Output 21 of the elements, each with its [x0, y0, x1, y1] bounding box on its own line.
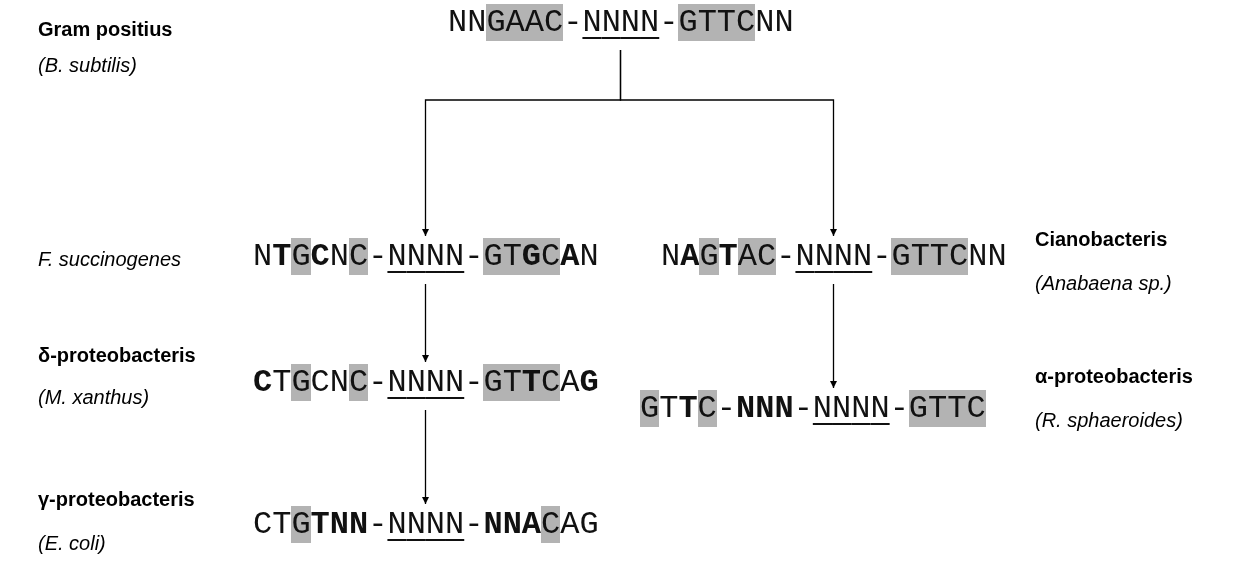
group-label: α-proteobacteris [1035, 365, 1193, 388]
species-label: (R. sphaeroides) [1035, 409, 1183, 432]
sequence-text: GTTC-NNN-NNNN-GTTC [640, 390, 986, 428]
species-label: (B. subtilis) [38, 54, 137, 77]
sequence-text: NAGTAC-NNNN-GTTCNN [661, 238, 1007, 276]
species-label: F. succinogenes [38, 248, 182, 271]
group-label: γ-proteobacteris [38, 488, 195, 511]
species-label: (M. xanthus) [38, 386, 150, 409]
sequence-text: CTGCNC-NNNN-GTTCAG [253, 364, 599, 402]
arrow [619, 49, 837, 237]
arrow [422, 283, 429, 363]
species-label: (E. coli) [38, 532, 106, 555]
arrow [830, 283, 837, 389]
group-label: Gram positius [38, 18, 173, 41]
sequence-text: NNGAAC-NNNN-GTTCNN [448, 4, 794, 42]
arrow [422, 409, 429, 505]
sequence-text: NTGCNC-NNNN-GTGCAN [253, 238, 599, 276]
sequence-text: CTGTNN-NNNN-NNACAG [253, 506, 599, 544]
species-label: (Anabaena sp.) [1035, 272, 1172, 295]
group-label: δ-proteobacteris [38, 344, 196, 367]
group-label: Cianobacteris [1035, 228, 1168, 251]
